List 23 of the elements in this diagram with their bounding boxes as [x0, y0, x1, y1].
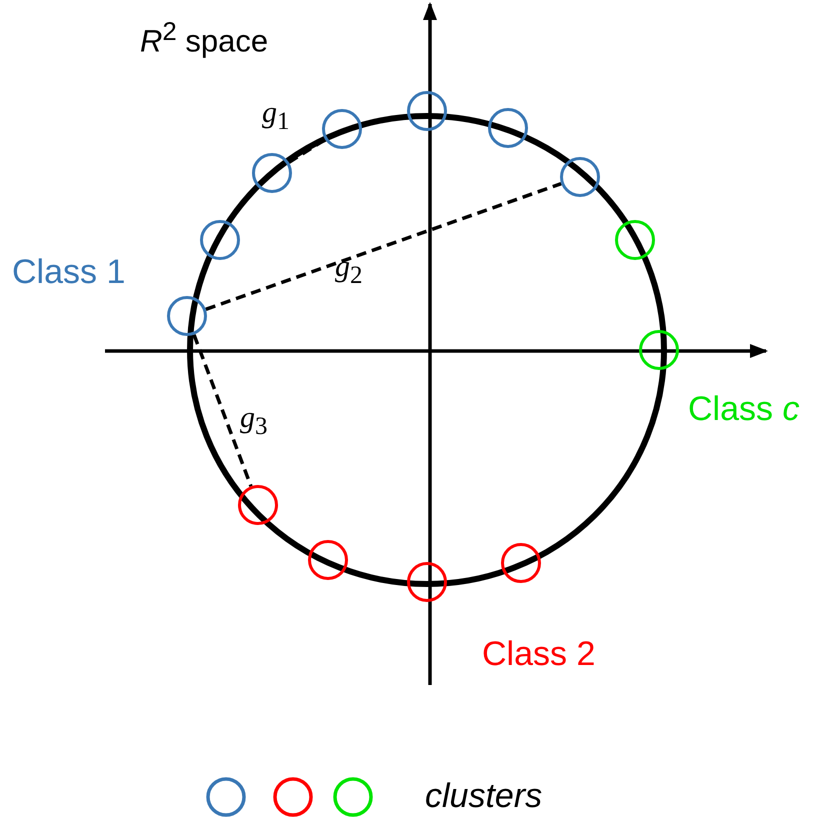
- cluster-circle: [615, 220, 655, 260]
- legend-label: clusters: [425, 779, 542, 813]
- cluster-circle: [639, 330, 679, 370]
- cluster-circle: [407, 562, 447, 602]
- edge-label: g$_{1}$: [262, 98, 290, 134]
- edge-label: g$_{3}$: [240, 403, 268, 439]
- cluster-circle: [322, 109, 362, 149]
- cluster-circle: [252, 153, 292, 193]
- cluster-circle: [560, 157, 600, 197]
- cluster-circle: [501, 543, 541, 583]
- cluster-circle: [488, 108, 528, 148]
- cluster-circle: [167, 296, 207, 336]
- dashed-line: [192, 334, 253, 487]
- space-label: R$^{2}$ space: [140, 20, 268, 56]
- class-label: Class 2: [482, 637, 596, 671]
- cluster-circle: [200, 220, 240, 260]
- edge-label: g$_{2}$: [335, 252, 362, 288]
- cluster-circle: [407, 91, 447, 131]
- dashed-line: [205, 182, 562, 311]
- class-label: Class 1: [12, 255, 126, 289]
- cluster-circle: [308, 540, 348, 580]
- cluster-circle: [238, 485, 278, 525]
- class-label: Class c: [688, 392, 800, 426]
